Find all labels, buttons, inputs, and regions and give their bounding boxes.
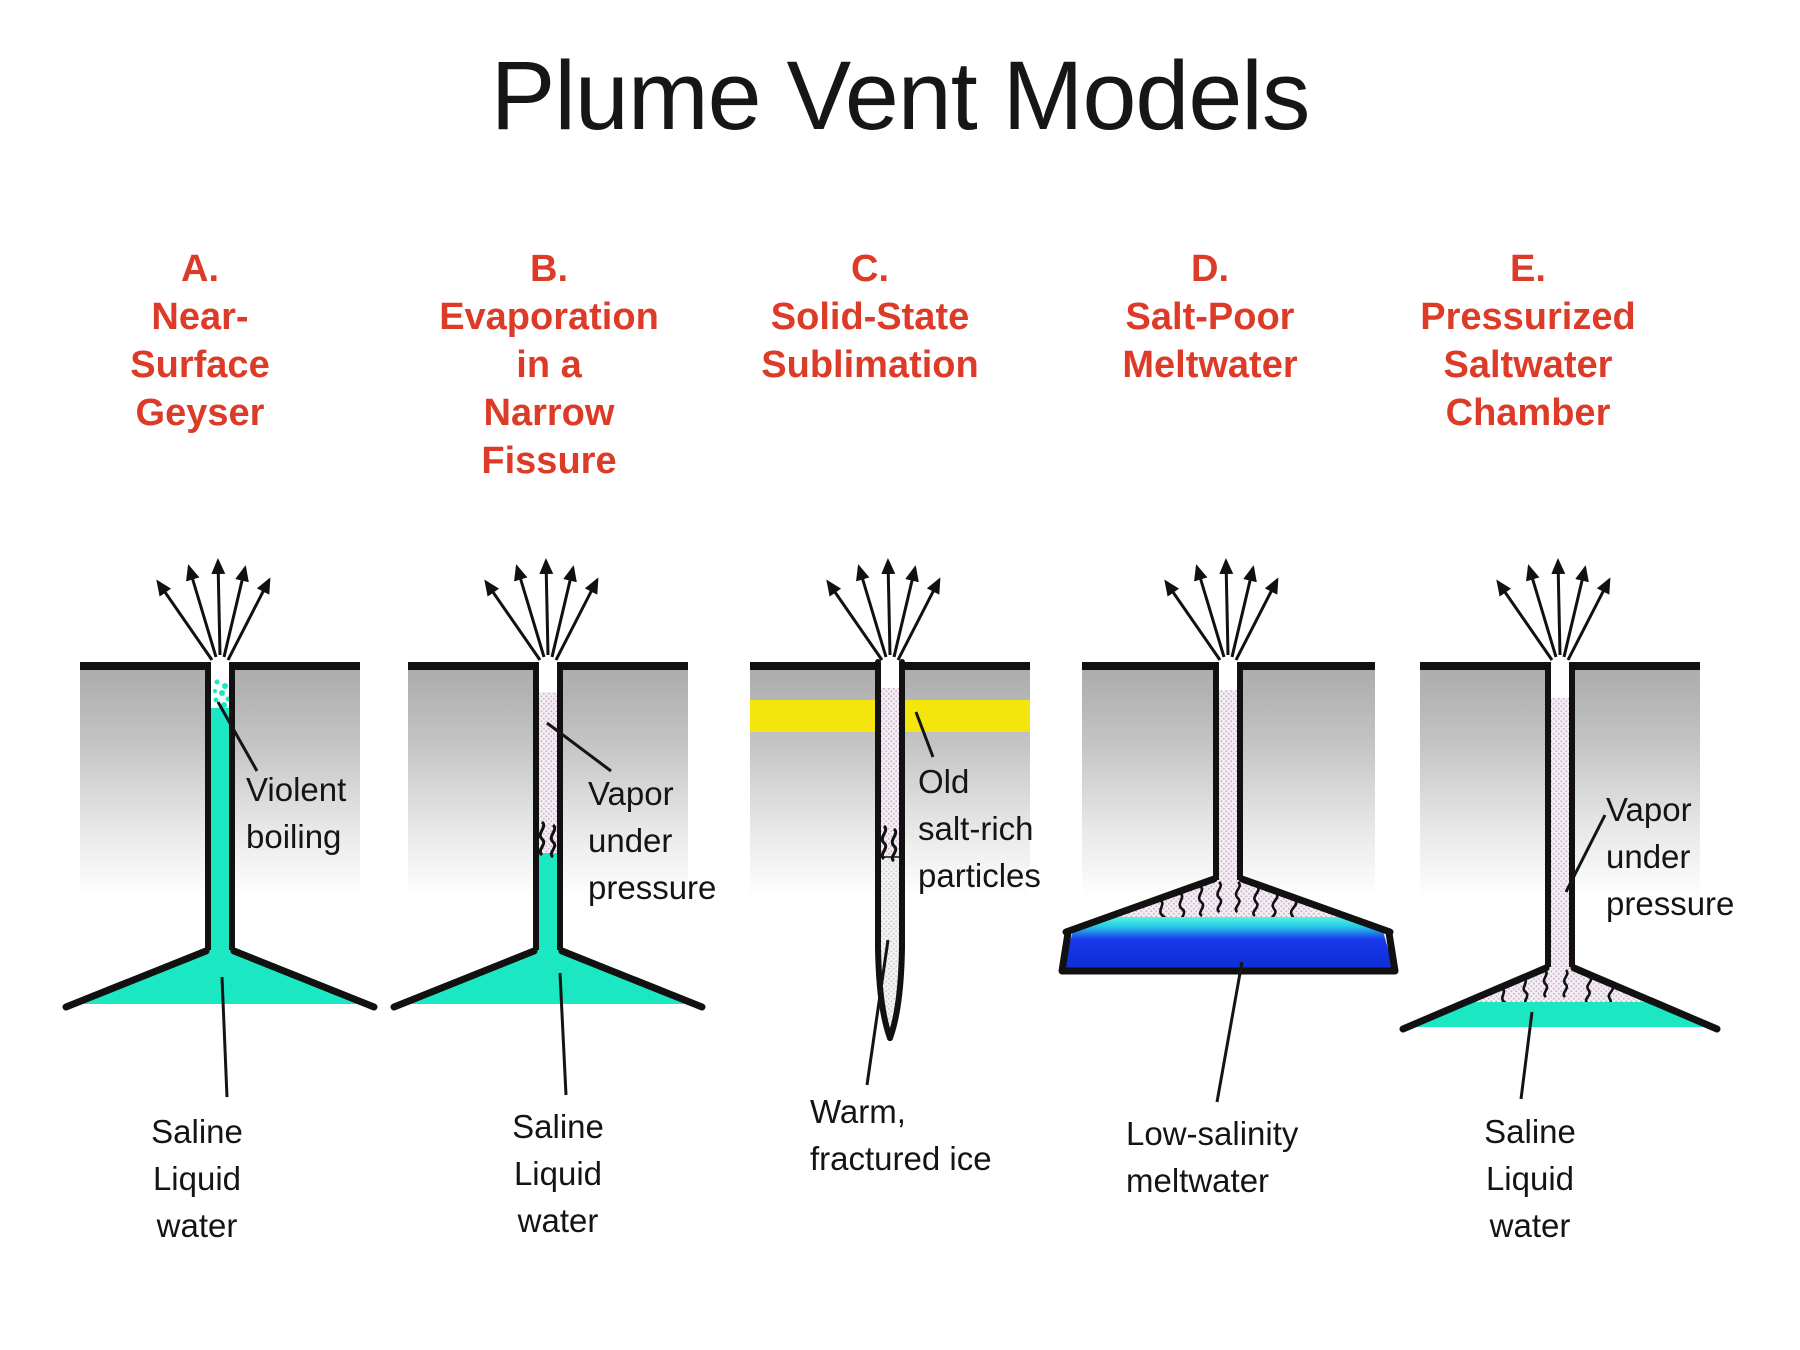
diagram-model-c [750, 558, 1030, 1086]
vapor-region [881, 688, 899, 857]
evaporation-squiggle-icon [538, 820, 557, 859]
chamber-outline [1058, 932, 1399, 975]
vapor-region [1551, 698, 1569, 968]
plume-arrow-fan-icon [826, 558, 941, 661]
vent-walls [1213, 662, 1243, 880]
saline-water-layer [1408, 1002, 1712, 1027]
funnel-walls [62, 947, 378, 1011]
diagram-model-e [1399, 558, 1721, 1100]
ice-crust [1082, 670, 1375, 898]
liquid-water-reservoir [406, 853, 690, 1004]
heading-model-a: A. Near- Surface Geyser [130, 248, 270, 434]
label-violent-boiling: Violent boiling [246, 771, 347, 855]
funnel-walls [390, 947, 706, 1011]
label-old-salt-rich-particles: Old salt-rich particles [918, 763, 1041, 894]
vent-walls [875, 659, 905, 1041]
heading-model-e: E. Pressurized Saltwater Chamber [1420, 248, 1636, 434]
pointer-lines [1215, 961, 1244, 1103]
plume-arrow-fan-icon [1496, 558, 1611, 661]
plume-arrow-fan-icon [156, 558, 271, 661]
heading-model-d: D. Salt-Poor Meltwater [1122, 248, 1298, 386]
ice-crust [80, 670, 360, 898]
heading-model-b: B. Evaporation in a Narrow Fissure [439, 248, 659, 482]
liquid-water-column [78, 708, 362, 1004]
sublimation-squiggle-icon [880, 824, 898, 863]
warm-ice-channel [881, 857, 899, 1028]
salt-particle-layer [750, 700, 1030, 732]
vent-walls [533, 662, 563, 950]
plume-arrow-fan-icon [1164, 558, 1279, 661]
figure-title: Plume Vent Models [490, 41, 1311, 150]
pointer-lines [865, 711, 935, 1086]
label-saline-liquid-water-a: Saline Liquid water [151, 1113, 243, 1244]
label-vapor-under-pressure-e: Vapor under pressure [1606, 791, 1735, 922]
diagram-model-d [1058, 558, 1399, 1103]
funnel-walls [1399, 964, 1721, 1033]
vapor-region [1219, 690, 1237, 882]
vapor-region [539, 692, 557, 856]
plume-arrow-fan-icon [484, 558, 599, 661]
vent-walls [205, 662, 235, 950]
diagram-model-b [390, 558, 706, 1096]
label-saline-liquid-water-e: Saline Liquid water [1484, 1113, 1576, 1244]
label-warm-fractured-ice: Warm, fractured ice [810, 1093, 992, 1177]
funnel-walls [1062, 875, 1394, 936]
pointer-lines [1519, 814, 1607, 1100]
vapor-funnel [1465, 966, 1655, 1002]
diagram-model-a [62, 558, 378, 1098]
pointer-lines [216, 701, 259, 1098]
label-saline-liquid-water-b: Saline Liquid water [512, 1108, 604, 1239]
meltwater-chamber [1062, 917, 1394, 970]
vent-walls [1545, 662, 1575, 967]
pointer-lines [546, 721, 612, 1096]
heading-model-c: C. Solid-State Sublimation [761, 248, 979, 386]
label-low-salinity-meltwater: Low-salinity meltwater [1126, 1115, 1299, 1199]
ice-crust [1420, 670, 1700, 898]
label-vapor-under-pressure-b: Vapor under pressure [588, 775, 717, 906]
ice-crust [408, 670, 688, 898]
